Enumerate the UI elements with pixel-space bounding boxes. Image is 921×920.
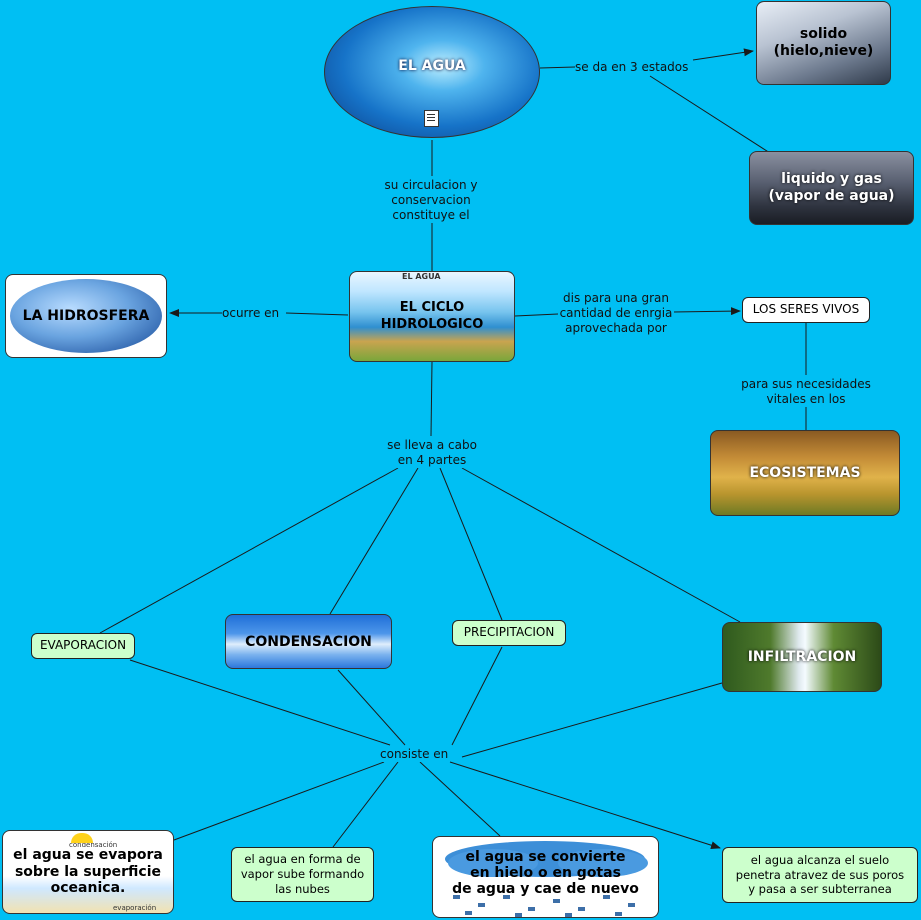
node-ciclo-hidrologico[interactable]: EL AGUA EL CICLO HIDROLOGICO [349,271,515,362]
line-precipitacion-consiste [451,646,503,746]
node-hidrosfera-label: LA HIDROSFERA [22,308,150,324]
desc-evaporacion-caption-top: condensación [69,841,118,849]
node-desc-infiltracion[interactable]: el agua alcanza el suelo penetra atravez… [722,847,918,903]
globe-shape [10,279,162,353]
node-precipitacion[interactable]: PRECIPITACION [452,620,566,646]
node-evaporacion[interactable]: EVAPORACION [31,633,135,659]
node-solido-label: solido (hielo,nieve) [773,25,874,60]
link-partes: se lleva a cabo en 4 partes [380,438,484,468]
link-necesidades: para sus necesidades vitales en los [738,377,874,407]
node-infiltracion[interactable]: INFILTRACION [722,622,882,692]
node-liquido-gas-label: liquido y gas (vapor de agua) [768,170,895,205]
node-desc-condensacion-label: el agua en forma de vapor sube formando … [240,852,365,896]
node-el-agua-label: EL AGUA [398,58,466,74]
line-partes-evaporacion [99,467,399,634]
link-energia: dis para una gran cantidad de enrgia apr… [558,291,674,336]
node-solido[interactable]: solido (hielo,nieve) [756,1,891,85]
line-ciclo-ocurre [285,312,349,316]
node-el-agua[interactable]: EL AGUA [324,6,540,138]
node-condensacion[interactable]: CONDENSACION [225,614,392,669]
node-hidrosfera[interactable]: LA HIDROSFERA [5,274,167,358]
node-desc-evaporacion-label: el agua se evapora sobre la superficie o… [13,846,163,897]
node-desc-precipitacion-label: el agua se convierte en hielo o en gotas… [452,848,639,898]
node-desc-infiltracion-label: el agua alcanza el suelo penetra atravez… [735,852,905,897]
line-consiste-desc-cond [332,761,399,848]
link-circulacion: su circulacion y conservacion constituye… [378,178,484,223]
line-estados-liquido [649,75,771,154]
node-desc-condensacion[interactable]: el agua en forma de vapor sube formando … [231,847,374,902]
node-ecosistemas[interactable]: ECOSISTEMAS [710,430,900,516]
line-consiste-desc-prec [419,761,501,837]
node-ecosistemas-label: ECOSISTEMAS [749,465,861,481]
line-consiste-desc-infil [449,761,721,850]
rain-cloud-icon [445,841,648,917]
node-ciclo-label: EL CICLO HIDROLOGICO [380,300,484,332]
line-evaporacion-consiste [129,659,391,746]
node-condensacion-label: CONDENSACION [245,633,372,650]
link-ocurre: ocurre en [222,306,280,321]
node-liquido-gas[interactable]: liquido y gas (vapor de agua) [749,151,914,225]
node-desc-evaporacion[interactable]: condensación evaporación el agua se evap… [2,830,174,914]
line-partes-precipitacion [439,467,503,621]
node-seres-vivos[interactable]: LOS SERES VIVOS [742,297,870,323]
sun-icon [71,833,93,843]
document-icon[interactable] [424,110,439,127]
ciclo-caption: EL AGUA [402,272,441,281]
link-tres-estados: se da en 3 estados [575,60,689,75]
line-estados-solido [692,48,754,61]
line-ciclo-partes [430,361,433,437]
line-energia-seres [672,307,741,316]
node-evaporacion-label: EVAPORACION [39,638,127,653]
line-condensacion-consiste [337,669,406,746]
desc-evaporacion-caption-bottom: evaporación [113,904,157,912]
line-infiltracion-consiste [461,682,723,758]
line-consiste-desc-evap [173,761,385,841]
line-partes-infiltracion [461,467,741,623]
line-agua-estados [539,66,576,69]
link-consiste: consiste en [380,747,449,762]
node-precipitacion-label: PRECIPITACION [463,625,555,640]
line-partes-condensacion [329,467,419,615]
node-desc-precipitacion[interactable]: el agua se convierte en hielo o en gotas… [432,836,659,918]
node-infiltracion-label: INFILTRACION [747,649,857,665]
line-ciclo-energia [514,313,559,317]
node-seres-vivos-label: LOS SERES VIVOS [752,302,860,317]
